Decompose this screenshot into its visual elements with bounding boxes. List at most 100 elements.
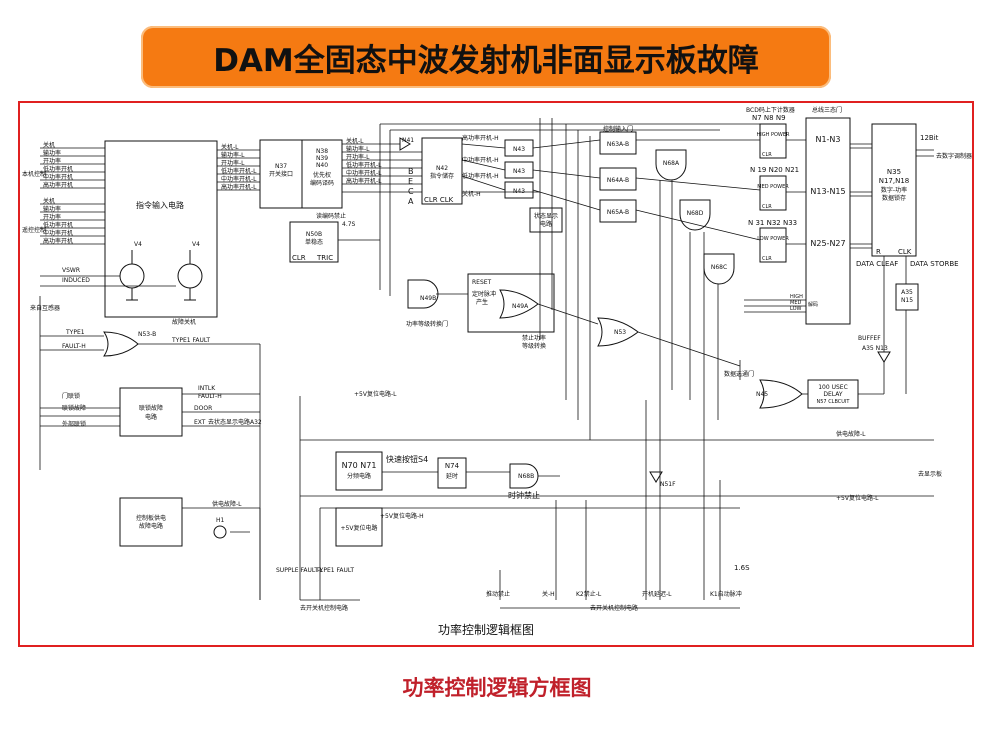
c-label: C xyxy=(408,187,414,196)
diagram-title: 功率控制逻辑框图 xyxy=(438,622,534,637)
n53b-gate xyxy=(103,331,139,357)
delay-line2: DELAY xyxy=(823,391,843,398)
freq-div-label: 分频电路 xyxy=(347,472,371,480)
v4-transistor-2 xyxy=(177,263,203,289)
status-display-box xyxy=(529,207,563,233)
a35-label: A35 xyxy=(901,289,913,296)
n50b-box xyxy=(289,221,339,263)
status-display-label: 状态显示 xyxy=(534,212,558,220)
n42-box xyxy=(421,137,463,205)
left-signal2-1: 输功率 xyxy=(43,205,61,213)
n51f-label: N51F xyxy=(660,481,676,488)
bit12-label: 12Bit xyxy=(920,134,939,142)
n40-label: N40 xyxy=(316,162,328,169)
left-signal-5: 高功率开机 xyxy=(43,181,73,189)
r-label: R xyxy=(876,248,881,256)
low-power-box xyxy=(759,227,787,263)
power-hold-gate: 功率等级转换门 xyxy=(406,320,448,328)
to-interlock: 来自互感器 xyxy=(30,304,60,312)
left-signal-0: 关机 xyxy=(43,141,55,149)
n42-label: N42 xyxy=(436,165,448,172)
n37-sub: 开关接口 xyxy=(269,170,293,178)
cmd-input-label: 指令输入电路 xyxy=(136,200,184,210)
left-signal-3: 低功率开机 xyxy=(43,165,73,173)
mid-signal-0: 关机-L xyxy=(221,143,239,151)
n50b-sub: 单稳态 xyxy=(305,238,323,246)
n45-label: N45 xyxy=(756,391,768,398)
v475-label: 4.7S xyxy=(342,221,356,228)
buffer-label: BUFFEF xyxy=(858,335,881,342)
reset-label: RESET xyxy=(472,279,492,286)
n64a-box xyxy=(599,167,637,191)
power-fail-l2: 供电故障-L xyxy=(212,500,242,508)
fault-off: 故障关机 xyxy=(172,318,196,326)
local-ctrl-label: 本机控制 xyxy=(22,170,46,178)
mid-signal-4: 中功率开机-L xyxy=(221,175,257,183)
to-switch-ctrl2: 去开关机控制电路 xyxy=(590,604,638,612)
plus5v-reset-l-2: +5V复位电路-L xyxy=(836,494,879,502)
mid-signal-3: 低功率开机-L xyxy=(221,167,257,175)
n68b-gate xyxy=(509,463,539,489)
prohibit-power: 禁止功率 xyxy=(522,334,546,342)
data-select-label: 数据选通门 xyxy=(724,370,754,378)
generate-label: 产生 xyxy=(476,298,488,306)
plus5v-reset-h: +5V复位电路-H xyxy=(380,512,424,520)
ext-label: EXT xyxy=(194,419,206,426)
plus5v-label: +5V复位电路 xyxy=(341,524,378,532)
med-label: MED xyxy=(790,300,801,306)
left-signal-1: 输功率 xyxy=(43,149,61,157)
digital-power-label: 数字-功率 xyxy=(881,186,907,194)
n38-label: N38 xyxy=(316,148,328,155)
n49a-gate xyxy=(499,289,539,319)
low-power-label: LOW POWER xyxy=(757,236,789,242)
delay-line1: 100 USEC xyxy=(818,384,848,391)
left-signal-4: 中功率开机 xyxy=(43,173,73,181)
type1-label: TYPE1 xyxy=(65,329,85,336)
a35-n15-box xyxy=(895,283,919,311)
ctrl-entry: 控制输入门 xyxy=(603,125,633,133)
ctrl-power-fault2: 故障电路 xyxy=(139,522,163,530)
n50b-clr: CLR xyxy=(292,254,306,262)
n50b-trig: TRIC xyxy=(316,254,333,262)
n42-clr-clk: CLR CLK xyxy=(424,196,454,204)
mid-signal-1: 输功率-L xyxy=(221,151,245,159)
cmd-input-box xyxy=(104,140,218,318)
t16s-label: 1.6S xyxy=(734,564,750,572)
low-clr: CLR xyxy=(762,256,772,262)
n64a-label: N64A-B xyxy=(607,177,629,184)
low-label: LOW xyxy=(790,306,802,312)
mid-signal-5: 高功率开机-L xyxy=(221,183,257,191)
cmd-register-label: 指令储存 xyxy=(430,172,454,180)
med-power-h: 中功率开机-H xyxy=(462,156,499,164)
n74-label: N74 xyxy=(445,462,460,470)
n65a-box xyxy=(599,199,637,223)
timing-pulse-label: 定时脉冲 xyxy=(472,290,496,298)
ctrl-power-fault: 控制板供电 xyxy=(136,514,166,522)
n15-label: N15 xyxy=(901,297,913,304)
caption: 功率控制逻辑方框图 xyxy=(402,675,592,700)
high-power-label: HIGH POWER xyxy=(757,132,791,138)
n74-box xyxy=(437,457,467,489)
ext-interlock: 外部联锁 xyxy=(62,420,86,428)
n43-label-1: N43 xyxy=(513,146,525,153)
power-fail-l: 供电故障-L xyxy=(836,430,866,438)
n19n20n21: N 19 N20 N21 xyxy=(750,166,799,174)
med-power-box xyxy=(759,175,787,211)
n53-gate xyxy=(597,317,639,347)
encoder-label: 编码译码 xyxy=(310,179,334,187)
high-power-box xyxy=(759,123,787,159)
to-digital-modulator: 去数字调制器 xyxy=(936,152,972,160)
buffer-gate xyxy=(877,351,891,363)
fault-h-label: FAULT-H xyxy=(62,343,86,350)
title-banner: DAM全固态中波发射机非面显示板故障 xyxy=(141,26,831,88)
type1-fault2: TYPE1 FAULT xyxy=(171,337,210,344)
status-circuit-label: 电路 xyxy=(540,220,552,228)
decoder-label: 解码 xyxy=(808,301,818,308)
n68a-label: N68A xyxy=(663,160,680,167)
switch-delay-l: 开机延迟-L xyxy=(642,590,672,598)
v4a-label: V4 xyxy=(134,241,142,248)
mid2-signal-2: 开功率-L xyxy=(346,153,370,161)
door-label: DOOR xyxy=(194,405,212,412)
n17n18-label: N17,N18 xyxy=(879,177,910,185)
